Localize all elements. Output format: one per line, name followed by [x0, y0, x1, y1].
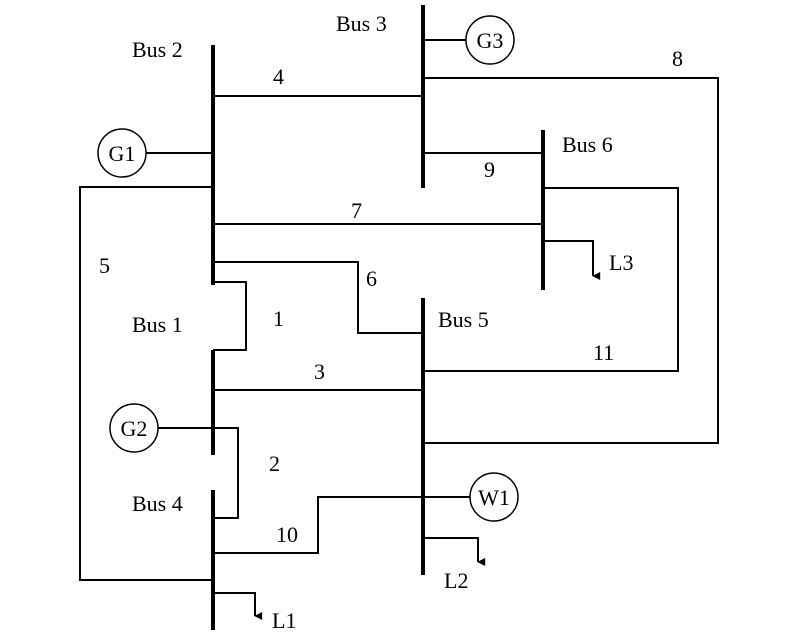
l1-arrow: [213, 592, 263, 620]
g3-label: G3: [477, 28, 504, 53]
generator-g1: G1: [97, 128, 147, 178]
line-8-label: 8: [672, 46, 683, 71]
g2-circle: [109, 403, 159, 453]
w1-label: W1: [478, 485, 510, 510]
generator-g2: G2: [109, 403, 159, 453]
bus-2-label: Bus 2: [132, 37, 183, 62]
line-2-label: 2: [269, 451, 280, 476]
line-8-path: [423, 77, 719, 444]
line-11-label: 11: [593, 340, 614, 365]
load-l2-label: L2: [444, 568, 468, 593]
l3-arrow: [543, 240, 601, 280]
g2-label: G2: [121, 416, 148, 441]
line-4-label: 4: [273, 64, 284, 89]
g1-circle: [97, 128, 147, 178]
g3-circle: [465, 15, 515, 65]
bus-5-label: Bus 5: [438, 307, 489, 332]
bus-3-label: Bus 3: [336, 11, 387, 36]
line-10-path: [213, 496, 423, 554]
bus-6-label: Bus 6: [562, 132, 613, 157]
line-11-path: [423, 187, 679, 372]
line-1-label: 1: [273, 306, 284, 331]
line-7-label: 7: [351, 198, 362, 223]
load-l3-label: L3: [609, 250, 633, 275]
load-l1-label: L1: [272, 608, 296, 633]
bus-4-label: Bus 4: [132, 491, 183, 516]
line-2-path: [213, 427, 239, 519]
g1-label: G1: [109, 141, 136, 166]
line-6-path: [213, 261, 423, 334]
line-6-label: 6: [366, 266, 377, 291]
l2-arrow: [423, 537, 486, 566]
line-5-path: [79, 186, 213, 581]
line-5-label: 5: [99, 253, 110, 278]
line-10-label: 10: [276, 522, 298, 547]
bus-1-label: Bus 1: [132, 312, 183, 337]
line-9-label: 9: [484, 157, 495, 182]
line-3-label: 3: [314, 359, 325, 384]
line-1-path: [213, 281, 247, 351]
w1-circle: [469, 472, 519, 522]
generator-w1: W1: [469, 472, 519, 522]
generator-g3: G3: [465, 15, 515, 65]
